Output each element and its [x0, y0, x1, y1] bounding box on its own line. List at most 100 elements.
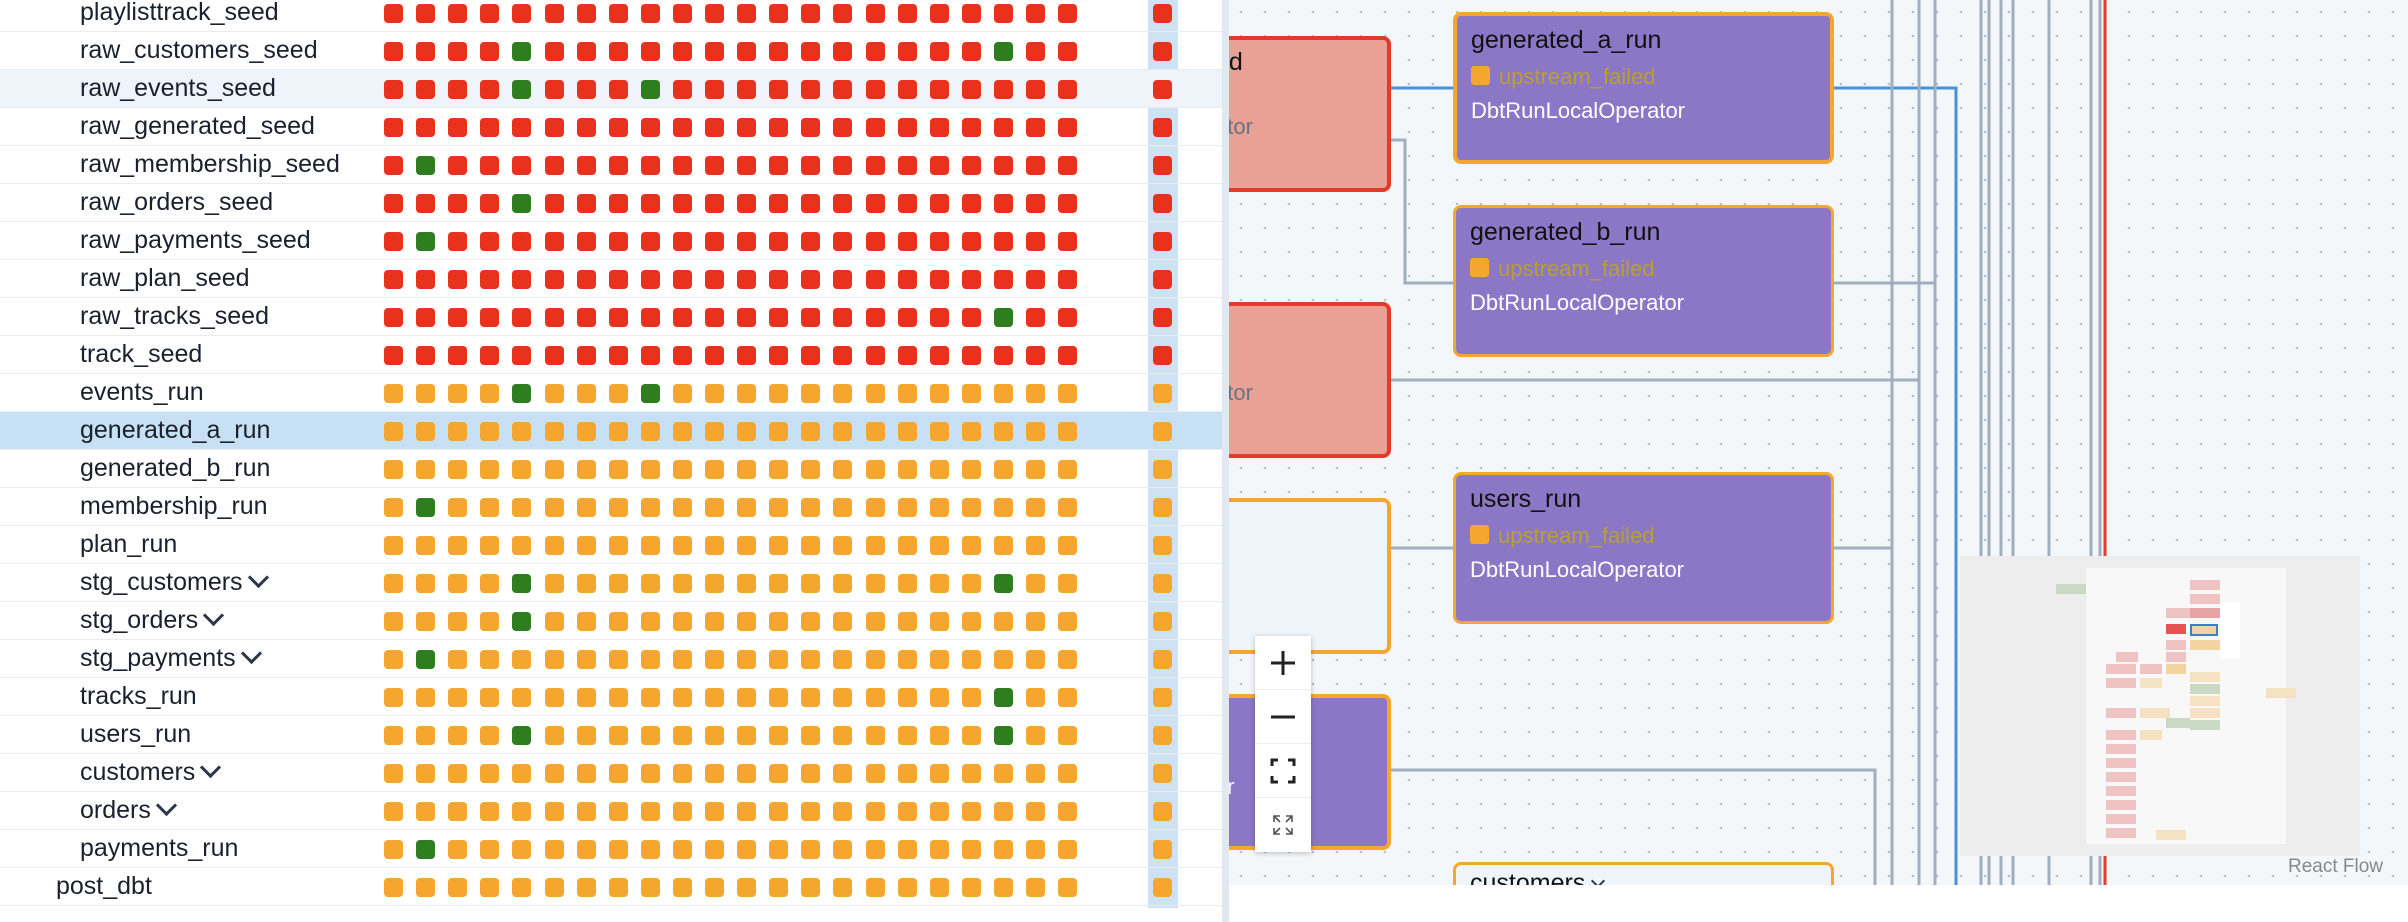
task-instance-cell[interactable] [930, 688, 949, 707]
task-instance-cell[interactable] [545, 498, 564, 517]
task-instance-cell[interactable] [769, 80, 788, 99]
task-instance-cell[interactable] [833, 802, 852, 821]
task-instance-cell[interactable] [866, 802, 885, 821]
task-instance-cell[interactable] [994, 194, 1013, 213]
task-instance-cell[interactable] [448, 574, 467, 593]
task-instance-cell[interactable] [609, 194, 628, 213]
task-instance-cell[interactable] [448, 42, 467, 61]
task-instance-cell[interactable] [769, 232, 788, 251]
task-instance-cell[interactable] [1153, 156, 1172, 175]
task-instance-cell[interactable] [769, 346, 788, 365]
task-instance-cell[interactable] [833, 270, 852, 289]
task-instance-cell[interactable] [1058, 840, 1077, 859]
task-instance-cell[interactable] [994, 840, 1013, 859]
task-instance-cell[interactable] [962, 118, 981, 137]
task-instance-cell[interactable] [609, 232, 628, 251]
task-name[interactable]: raw_generated_seed [80, 112, 315, 140]
task-instance-cell[interactable] [705, 726, 724, 745]
task-instance-cell[interactable] [801, 612, 820, 631]
task-instance-cell[interactable] [1026, 346, 1045, 365]
task-instance-cell[interactable] [641, 270, 660, 289]
task-instance-cell[interactable] [384, 612, 403, 631]
task-instance-cell[interactable] [1058, 156, 1077, 175]
task-instance-cell[interactable] [833, 878, 852, 897]
task-instance-cell[interactable] [480, 878, 499, 897]
task-instance-cell[interactable] [1026, 650, 1045, 669]
task-instance-cell[interactable] [1026, 4, 1045, 23]
task-instance-cell[interactable] [705, 460, 724, 479]
chevron-down-icon[interactable] [240, 642, 262, 665]
task-instance-cell[interactable] [769, 384, 788, 403]
graph-canvas[interactable]: ed ator ator or generated_a_run upstream… [1229, 0, 2408, 885]
task-instance-cell[interactable] [930, 270, 949, 289]
task-instance-cell[interactable] [930, 308, 949, 327]
task-instance-cell[interactable] [416, 574, 435, 593]
task-instance-cell[interactable] [416, 612, 435, 631]
task-instance-cell[interactable] [448, 384, 467, 403]
task-name[interactable]: events_run [80, 378, 204, 406]
task-instance-cell[interactable] [416, 194, 435, 213]
task-instance-cell[interactable] [480, 118, 499, 137]
task-instance-cell[interactable] [866, 536, 885, 555]
task-instance-cell[interactable] [384, 4, 403, 23]
task-instance-cell[interactable] [769, 612, 788, 631]
task-instance-cell[interactable] [1058, 726, 1077, 745]
task-instance-cell[interactable] [1058, 802, 1077, 821]
grid-row-users-run[interactable]: users_run [0, 716, 1222, 754]
task-instance-cell[interactable] [448, 650, 467, 669]
task-instance-cell[interactable] [384, 42, 403, 61]
chevron-down-icon[interactable] [155, 794, 177, 817]
task-instance-cell[interactable] [609, 384, 628, 403]
grid-row-raw-customers-seed[interactable]: raw_customers_seed [0, 32, 1222, 70]
task-instance-cell[interactable] [448, 80, 467, 99]
grid-row-payments-run[interactable]: payments_run [0, 830, 1222, 868]
task-instance-cell[interactable] [512, 460, 531, 479]
task-instance-cell[interactable] [1058, 232, 1077, 251]
task-instance-cell[interactable] [833, 840, 852, 859]
task-instance-cell[interactable] [962, 574, 981, 593]
minimap[interactable] [1960, 556, 2360, 856]
task-name[interactable]: stg_customers [80, 566, 269, 596]
task-instance-cell[interactable] [673, 536, 692, 555]
task-instance-cell[interactable] [1153, 498, 1172, 517]
task-instance-cell[interactable] [480, 802, 499, 821]
task-instance-cell[interactable] [737, 612, 756, 631]
task-instance-cell[interactable] [577, 574, 596, 593]
task-instance-cell[interactable] [705, 194, 724, 213]
task-instance-cell[interactable] [833, 346, 852, 365]
task-instance-cell[interactable] [833, 498, 852, 517]
task-instance-cell[interactable] [801, 270, 820, 289]
task-instance-cell[interactable] [1026, 308, 1045, 327]
task-instance-cell[interactable] [962, 346, 981, 365]
task-instance-cell[interactable] [962, 156, 981, 175]
task-instance-cell[interactable] [1058, 384, 1077, 403]
task-name[interactable]: payments_run [80, 834, 239, 862]
task-instance-cell[interactable] [384, 878, 403, 897]
task-instance-cell[interactable] [609, 4, 628, 23]
task-instance-cell[interactable] [512, 498, 531, 517]
task-instance-cell[interactable] [994, 688, 1013, 707]
task-instance-cell[interactable] [641, 878, 660, 897]
task-instance-cell[interactable] [641, 612, 660, 631]
task-instance-cell[interactable] [705, 346, 724, 365]
grid-row-raw-membership-seed[interactable]: raw_membership_seed [0, 146, 1222, 184]
task-instance-cell[interactable] [801, 688, 820, 707]
task-instance-cell[interactable] [833, 612, 852, 631]
task-instance-cell[interactable] [384, 574, 403, 593]
grid-row-playlisttrack-seed[interactable]: playlisttrack_seed [0, 0, 1222, 32]
task-instance-cell[interactable] [1026, 574, 1045, 593]
task-instance-cell[interactable] [994, 422, 1013, 441]
task-instance-cell[interactable] [737, 308, 756, 327]
task-instance-cell[interactable] [962, 194, 981, 213]
task-instance-cell[interactable] [512, 422, 531, 441]
task-instance-cell[interactable] [833, 384, 852, 403]
task-instance-cell[interactable] [673, 384, 692, 403]
task-instance-cell[interactable] [384, 156, 403, 175]
task-instance-cell[interactable] [416, 840, 435, 859]
task-instance-cell[interactable] [673, 840, 692, 859]
grid-row-raw-events-seed[interactable]: raw_events_seed [0, 70, 1222, 108]
task-instance-cell[interactable] [1026, 422, 1045, 441]
task-instance-cell[interactable] [448, 726, 467, 745]
task-instance-cell[interactable] [930, 650, 949, 669]
graph-node-users-run[interactable]: users_run upstream_failed DbtRunLocalOpe… [1453, 472, 1834, 624]
